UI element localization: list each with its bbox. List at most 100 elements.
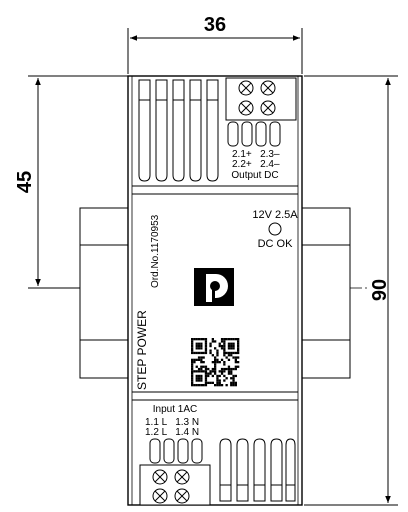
qr-module [195, 344, 198, 348]
qr-module [230, 367, 233, 371]
qr-module [234, 356, 237, 359]
qr-module [195, 347, 198, 350]
qr-module [230, 354, 233, 357]
qr-module [204, 374, 208, 378]
qr-module [214, 367, 217, 371]
qr-module [204, 367, 208, 371]
qr-module [207, 372, 210, 375]
upper-height-dimension-label: 45 [14, 171, 36, 193]
output-pins-line-1: 2.1+ 2.3– [232, 149, 280, 160]
qr-module [211, 338, 214, 341]
qr-module [214, 347, 217, 350]
qr-module [232, 379, 235, 382]
qr-module [200, 356, 203, 359]
qr-module [204, 342, 208, 345]
qr-module [195, 365, 198, 368]
qr-module [227, 354, 231, 357]
qr-module [237, 342, 240, 345]
qr-module [195, 338, 198, 341]
qr-module [234, 374, 237, 378]
qr-module [193, 384, 196, 387]
qr-module [191, 342, 194, 345]
qr-module [234, 367, 237, 371]
qr-module [234, 361, 237, 364]
qr-module [197, 351, 201, 355]
qr-module [220, 347, 224, 350]
qr-module [232, 338, 235, 341]
qr-module [202, 351, 205, 355]
qr-module [195, 379, 198, 382]
qr-module [218, 384, 221, 387]
qr-module [197, 374, 201, 378]
qr-module [204, 379, 208, 382]
qr-module [237, 351, 240, 355]
qr-module [223, 374, 226, 378]
qr-module [191, 347, 194, 350]
qr-module [216, 361, 219, 364]
qr-module [223, 340, 226, 343]
qr-module [234, 338, 237, 341]
qr-module [216, 354, 219, 357]
qr-module [191, 365, 194, 368]
qr-module [200, 370, 203, 373]
qr-module [195, 384, 198, 387]
qr-module [211, 381, 214, 384]
input-label: Input 1AC [153, 404, 197, 415]
qr-module [202, 365, 205, 368]
qr-module [202, 356, 205, 359]
qr-module [232, 377, 235, 380]
qr-module [204, 365, 208, 368]
qr-module [220, 372, 224, 375]
qr-module [216, 381, 219, 384]
qr-module [218, 379, 221, 382]
qr-module [237, 361, 240, 364]
qr-module [227, 372, 231, 375]
qr-module [193, 358, 196, 361]
qr-module [237, 365, 240, 368]
qr-module [211, 340, 214, 343]
qr-module [211, 361, 214, 364]
input-pins-line-2: 1.2 L 1.4 N [145, 427, 199, 438]
rating-label: 12V 2.5A [252, 209, 298, 221]
qr-module [214, 363, 217, 366]
qr-module [191, 349, 194, 352]
qr-module [218, 361, 221, 364]
qr-module [234, 351, 237, 355]
qr-module [218, 370, 221, 373]
qr-module [202, 370, 205, 373]
qr-module [191, 351, 194, 355]
qr-module [220, 370, 224, 373]
qr-module [214, 365, 217, 368]
qr-module [207, 374, 210, 378]
qr-module [209, 342, 212, 345]
qr-module [218, 381, 221, 384]
qr-module [232, 344, 235, 348]
qr-module [227, 358, 231, 361]
qr-module [200, 367, 203, 371]
qr-module [216, 349, 219, 352]
qr-module [200, 344, 203, 348]
qr-module [234, 384, 237, 387]
qr-module [232, 347, 235, 350]
qr-module [193, 338, 196, 341]
qr-module [200, 365, 203, 368]
qr-module [200, 358, 203, 361]
qr-module [209, 349, 212, 352]
qr-module [195, 370, 198, 373]
dc-ok-label: DC OK [258, 238, 294, 250]
qr-module [220, 344, 224, 348]
qr-module [220, 384, 224, 387]
qr-module [220, 358, 224, 361]
qr-module [237, 356, 240, 359]
qr-module [214, 358, 217, 361]
qr-module [232, 351, 235, 355]
qr-module [216, 377, 219, 380]
qr-module [204, 372, 208, 375]
qr-module [209, 344, 212, 348]
qr-module [223, 354, 226, 357]
qr-module [191, 361, 194, 364]
qr-module [232, 356, 235, 359]
qr-module [214, 356, 217, 359]
qr-module [193, 351, 196, 355]
qr-module [191, 358, 194, 361]
